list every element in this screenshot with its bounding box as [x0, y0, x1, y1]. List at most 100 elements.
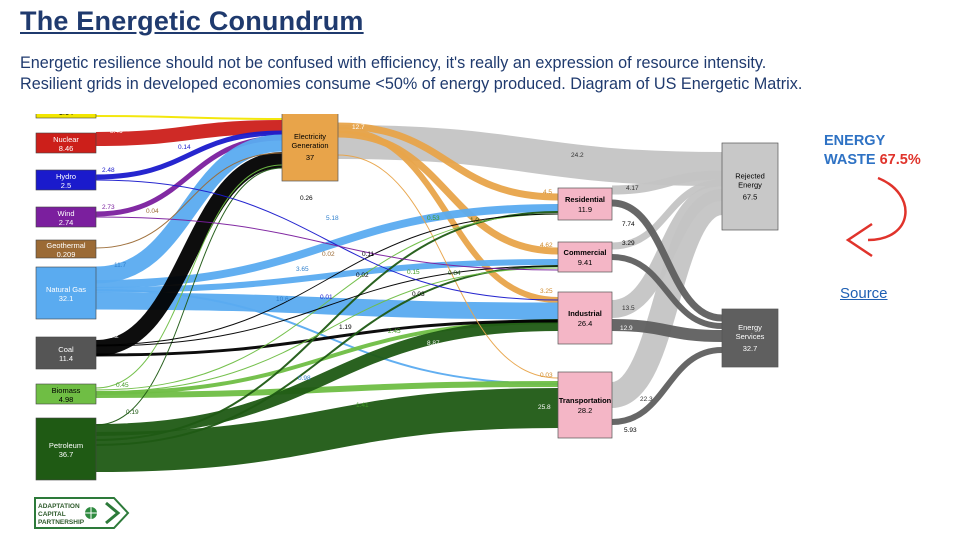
- flow-label-coal-res: 0.26: [300, 195, 313, 202]
- node-label: Commercial: [564, 248, 607, 257]
- flow-label-hydro-elec: 2.48: [102, 167, 115, 174]
- source-label: Natural Gas: [46, 285, 86, 294]
- node-value: 32.7: [743, 344, 758, 353]
- source-label: Geothermal: [46, 241, 86, 250]
- flow-label-elec-res: 4.5: [543, 189, 552, 196]
- flow-label-elec-ind: 3.25: [540, 288, 553, 295]
- flow-label-pet-trans: 25.8: [538, 404, 551, 411]
- flow-label-res-rej: 4.17: [626, 185, 639, 192]
- source-value: 2.74: [59, 218, 74, 227]
- waste-label-line2: WASTE: [824, 152, 876, 168]
- flow-pet-residential: [95, 211, 559, 441]
- flow-elec-residential: [337, 122, 559, 201]
- source-label: Biomass: [52, 386, 81, 395]
- flow-label-gas-com: 3.65: [296, 266, 309, 273]
- source-label: Hydro: [56, 172, 76, 181]
- node-label-line1: Energy: [738, 323, 762, 332]
- flow-label-pet-res: 1.0: [470, 217, 479, 224]
- flow-biomass-transport: [95, 381, 559, 398]
- flow-gas-elec: [95, 134, 283, 284]
- source-label: Nuclear: [53, 135, 79, 144]
- logo-text-line1: ADAPTATION: [38, 503, 80, 510]
- source-label: Petroleum: [49, 441, 83, 450]
- flow-label-layer: 8.462.482.730.140.0411.710.20.450.1924.2…: [102, 124, 653, 434]
- flow-label-wind-elec: 2.73: [102, 204, 115, 211]
- node-value: 37: [306, 153, 314, 162]
- logo-text-line3: PARTNERSHIP: [38, 519, 85, 526]
- source-label: Wind: [57, 209, 74, 218]
- flow-trans-rejected: [609, 189, 725, 408]
- source-solar: 1.04: [35, 108, 97, 119]
- node-value: 28.2: [578, 406, 593, 415]
- subtitle-line-1: Energetic resilience should not be confu…: [20, 54, 767, 72]
- flow-label-bio-com: 0.15: [407, 269, 420, 276]
- logo-text-line2: CAPITAL: [38, 511, 66, 518]
- source-link[interactable]: Source: [840, 285, 888, 302]
- flow-label-bio-res: 0.53: [427, 215, 440, 222]
- flow-wind-small: [95, 216, 559, 271]
- flow-coal-industrial: [95, 319, 559, 357]
- flow-label-hydro-small: 0.14: [178, 144, 191, 151]
- source-value: 36.7: [59, 450, 74, 459]
- flow-ind-services: [611, 319, 723, 342]
- source-value: 32.1: [59, 294, 74, 303]
- flow-coal-residential: [95, 213, 559, 346]
- flow-label-gas-ind: 10.6: [276, 296, 289, 303]
- flow-label-coal-ind: 0.03: [412, 291, 425, 298]
- flow-label-pet-ind: 8.87: [427, 340, 440, 347]
- flow-pet-commercial: [95, 265, 559, 446]
- adaptation-capital-logo: ADAPTATION CAPITAL PARTNERSHIP: [34, 497, 130, 529]
- flow-com-services: [611, 254, 723, 329]
- flow-biomass-commercial: [95, 267, 559, 393]
- curved-arrow-icon: [845, 176, 907, 258]
- node-label-line2: Generation: [291, 141, 328, 150]
- node-value: 26.4: [578, 319, 593, 328]
- flow-layer: [95, 115, 725, 472]
- node-label: Residential: [565, 195, 605, 204]
- source-value: 4.98: [59, 395, 74, 404]
- flow-trans-services: [611, 347, 723, 425]
- source-value: 2.5: [61, 181, 71, 190]
- flow-label-biomass-elec: 0.45: [116, 382, 129, 389]
- node-layer: 1.04Nuclear8.46Hydro2.5Wind2.74Geotherma…: [35, 108, 779, 481]
- flow-label-res-serv: 7.74: [622, 221, 635, 228]
- flow-nuclear-elec: [95, 120, 283, 146]
- source-value: 1.04: [59, 108, 74, 117]
- flow-pet-transport: [95, 388, 559, 472]
- flow-label-com-rej: 3.29: [622, 240, 635, 247]
- source-value: 11.4: [59, 354, 73, 363]
- source-value: 8.46: [59, 144, 74, 153]
- node-value: 67.5: [743, 193, 758, 202]
- flow-label-com-serv: 6.12: [622, 267, 635, 274]
- flow-label-gas-elec: 11.7: [114, 262, 127, 269]
- flow-pet-industrial: [95, 319, 559, 436]
- node-label-line2: Energy: [738, 181, 762, 190]
- flow-label-pet-com: 0.84: [448, 270, 461, 277]
- flow-label-gas-ind-small: 0.01: [320, 294, 333, 301]
- flow-coal-commercial: [95, 265, 559, 347]
- page-title: The Energetic Conundrum: [20, 6, 364, 36]
- flow-label-coal-elec: 10.2: [106, 333, 119, 340]
- flow-label-ind-serv: 12.9: [620, 325, 633, 332]
- node-label: Transportation: [559, 396, 612, 405]
- flow-res-services: [611, 199, 723, 322]
- flow-label-nuclear-elec: 8.46: [110, 128, 123, 135]
- flow-label-bio-ind: 2.45: [388, 328, 401, 335]
- flow-hydro-small: [95, 179, 559, 301]
- node-label: Industrial: [568, 309, 602, 318]
- flow-coal-elec: [95, 152, 283, 356]
- flow-petrol-elec: [95, 167, 283, 426]
- flow-label-geo-com: 0.02: [322, 251, 335, 258]
- waste-percent: 67.5%: [879, 152, 921, 168]
- subtitle-line-2: Resilient grids in developed economies c…: [20, 75, 803, 93]
- source-label: Coal: [58, 345, 74, 354]
